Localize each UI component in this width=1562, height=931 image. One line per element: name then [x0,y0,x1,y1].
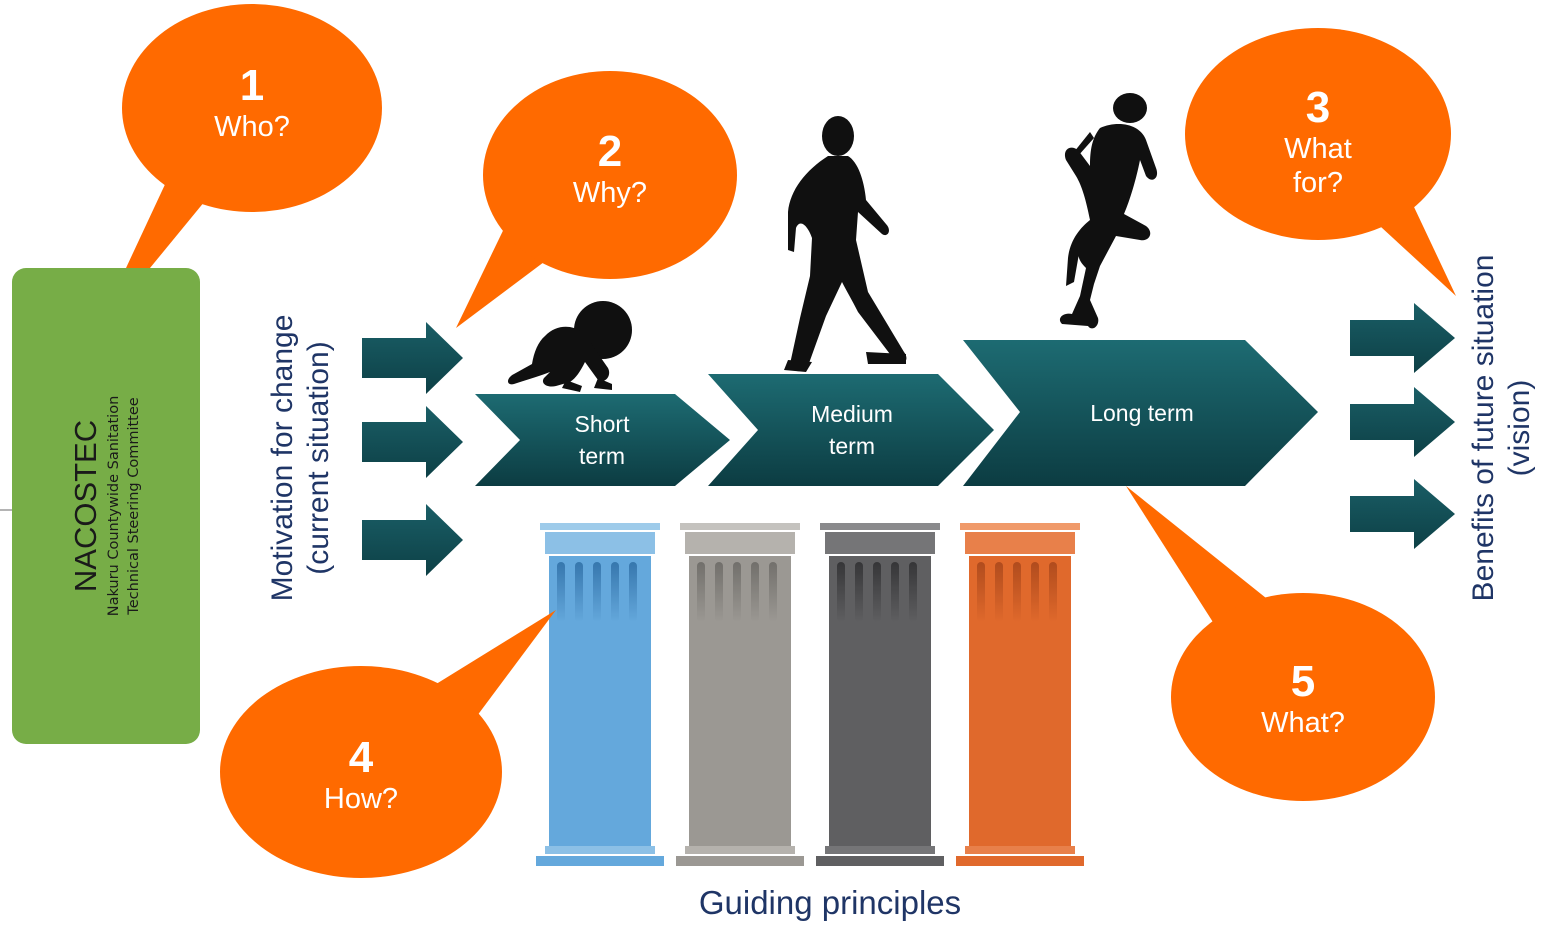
stage-long-term-chevron [963,340,1318,486]
stage-short-line1: Short [574,411,630,437]
crawling-baby-silhouette [508,301,632,392]
bubble-4: 4 How? [291,734,431,816]
stage-medium-line2: term [829,433,875,459]
output-arrow [1350,479,1455,549]
bubble-3-shape [1185,28,1456,296]
bubble-5-number: 5 [1290,657,1316,706]
bubble-4-shape [220,610,556,878]
pillar-blue [536,523,664,866]
stage-long-term-label: Long term [1062,397,1222,429]
bubble-2-shape [456,71,737,328]
bubble-1-question: Who? [214,111,290,143]
bubble-2-number: 2 [597,127,623,176]
bubble-5: 5 What? [1233,658,1373,740]
bubble-3-number: 3 [1305,83,1331,132]
benefits-arrows [1350,303,1455,549]
stage-short-line2: term [579,443,625,469]
bubble-5-question: What? [1261,707,1345,739]
stage-medium-term-label: Medium term [782,398,922,462]
bubble-2: 2 Why? [540,128,680,210]
bubble-3: 3 What for? [1248,84,1388,200]
bubble-1: 1 Who? [182,62,322,144]
benefits-label: Benefits of future situation (vision) [1466,168,1556,688]
pillar-orange [956,523,1084,866]
motivation-label-line2: (current situation) [302,341,335,575]
stage-short-term-label: Short term [542,408,662,472]
bubble-3-question-line1: What [1284,133,1352,165]
committee-abbreviation: NACOSTEC [68,419,103,593]
bubble-5-shape [1126,486,1435,801]
pillar-grey [676,523,804,866]
stage-medium-line1: Medium [811,401,893,427]
stage-medium-term-chevron [708,374,994,486]
bubble-1-number: 1 [239,61,265,110]
output-arrow [1350,303,1455,373]
walking-man-silhouette [784,116,907,372]
bubble-2-question: Why? [572,177,648,209]
guiding-principles-caption: Guiding principles [698,884,962,921]
motivation-label: Motivation for change (current situation… [265,228,355,688]
committee-box [12,268,200,744]
input-arrow [362,322,463,394]
input-arrow [362,504,463,576]
motivation-arrows [362,322,463,576]
output-arrow [1350,387,1455,457]
bubble-1-shape [122,4,382,268]
committee-full-name-line1: Nakuru Countywide Sanitation [106,395,122,617]
bubble-3-question-line2: for? [1293,167,1343,199]
stage-long-line1: Long term [1090,400,1194,426]
bubble-4-question: How? [323,783,399,815]
pillar-dark [816,523,944,866]
benefits-label-line2: (vision) [1503,379,1536,477]
committee-full-name-line2: Technical Steering Committee [126,397,142,615]
running-man-silhouette [1059,93,1158,329]
stage-short-term-chevron [475,394,730,486]
bubble-4-number: 4 [348,733,374,782]
benefits-label-line1: Benefits of future situation [1467,254,1500,602]
input-arrow [362,406,463,478]
motivation-label-line1: Motivation for change [266,314,299,602]
committee-label: NACOSTEC Nakuru Countywide Sanitation Te… [26,296,186,716]
